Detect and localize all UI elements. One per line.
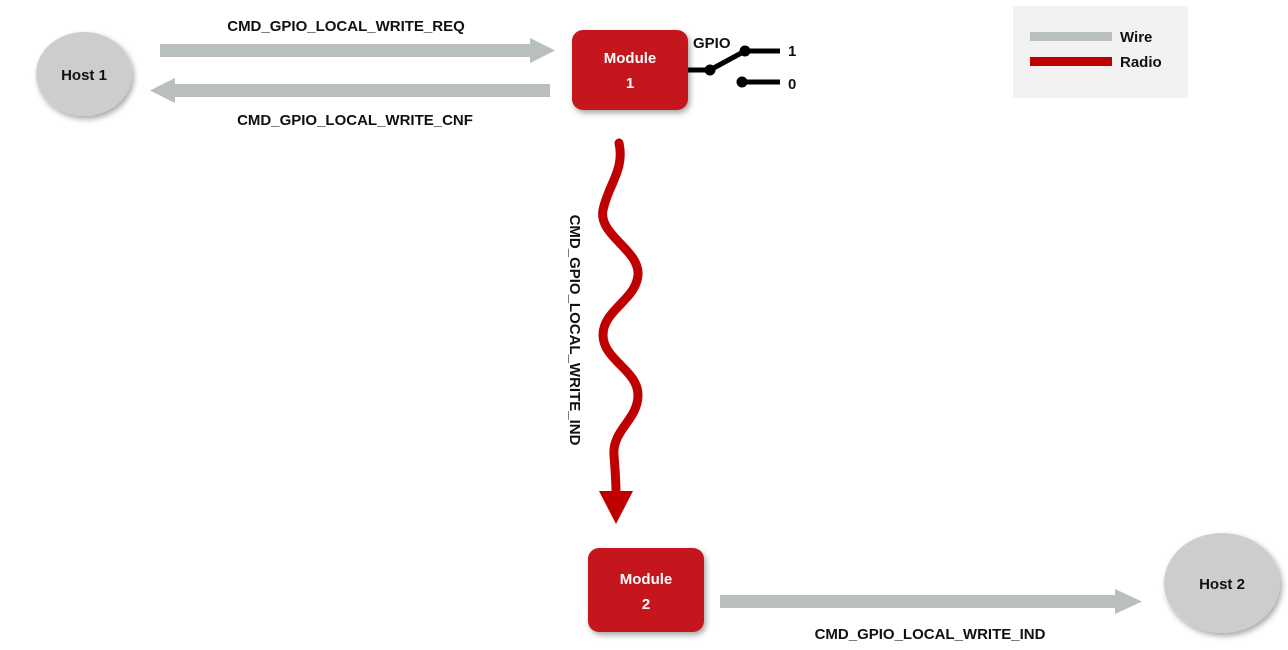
module-2-label-line2: 2 — [642, 596, 650, 613]
module-1-node: Module 1 — [572, 30, 688, 110]
gpio-label: GPIO — [693, 35, 731, 52]
host-1-label: Host 1 — [61, 67, 107, 84]
module-2-label-line1: Module — [620, 571, 673, 588]
legend-radio-label: Radio — [1120, 54, 1162, 71]
module-2-node: Module 2 — [588, 548, 704, 632]
message-write-cnf: CMD_GPIO_LOCAL_WRITE_CNF — [237, 112, 473, 129]
host-2-label: Host 2 — [1199, 576, 1245, 593]
gpio-pivot-contact — [704, 64, 716, 76]
wire-arrow-ind — [720, 589, 1142, 614]
gpio-low-contact — [736, 76, 748, 88]
legend-wire-swatch — [1030, 32, 1112, 41]
wire-arrow-cnf — [150, 78, 550, 103]
host-2-node: Host 2 — [1164, 533, 1280, 633]
gpio-switch — [688, 45, 780, 88]
legend-radio-swatch — [1030, 57, 1112, 66]
wire-arrow-req — [160, 38, 555, 63]
message-write-req: CMD_GPIO_LOCAL_WRITE_REQ — [227, 18, 465, 35]
message-wire-ind: CMD_GPIO_LOCAL_WRITE_IND — [815, 626, 1046, 643]
message-radio-ind: CMD_GPIO_LOCAL_WRITE_IND — [566, 215, 583, 446]
gpio-high-label: 1 — [788, 43, 796, 60]
module-1-label-line2: 1 — [626, 75, 634, 92]
legend: Wire Radio — [1013, 6, 1188, 98]
host-1-node: Host 1 — [36, 32, 132, 116]
gpio-low-label: 0 — [788, 76, 796, 93]
gpio-high-contact — [739, 45, 751, 57]
module-1-label-line1: Module — [604, 50, 657, 67]
legend-box — [1013, 6, 1188, 98]
radio-arrow — [598, 138, 643, 524]
legend-wire-label: Wire — [1120, 29, 1152, 46]
